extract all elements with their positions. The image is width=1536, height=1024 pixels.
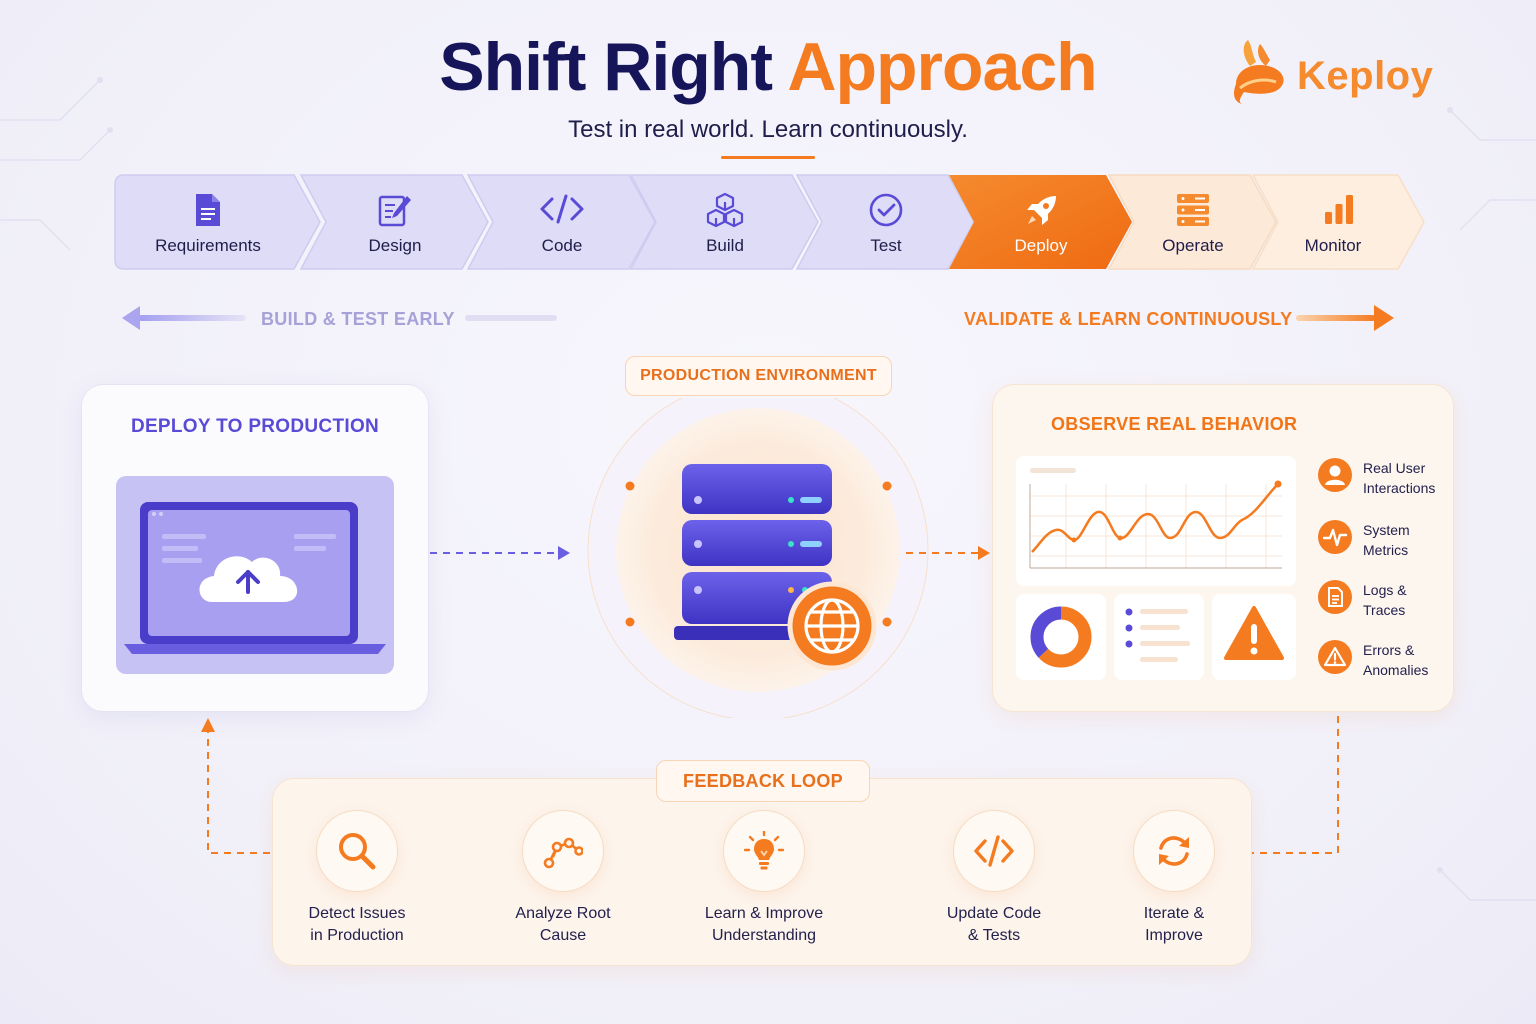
page-title: Shift Right Approach [0, 28, 1536, 106]
observe-item-line2: Metrics [1363, 542, 1409, 558]
observe-item-line2: Interactions [1363, 480, 1436, 496]
observe-item-line1: Logs & [1363, 582, 1407, 598]
list-panel [1114, 594, 1204, 680]
observe-item-line2: Anomalies [1363, 662, 1429, 678]
stage-deploy[interactable]: Deploy [948, 174, 1134, 270]
stage-label: Code [541, 236, 583, 255]
observe-item-line1: Real User [1363, 460, 1426, 476]
feedback-loop-label: FEEDBACK LOOP [656, 760, 870, 802]
server-icon [1177, 194, 1209, 226]
donut-chart-panel [1016, 594, 1106, 680]
observe-item-line1: Errors & [1363, 642, 1415, 658]
subtitle-underline [721, 156, 815, 159]
search-icon [339, 833, 376, 870]
right-direction-label: VALIDATE & LEARN CONTINUOUSLY [964, 309, 1293, 329]
feedback-step-detect: Detect Issues in Production [272, 810, 442, 947]
feedback-step-line2: Understanding [711, 927, 817, 944]
graph-nodes-icon [543, 837, 583, 869]
stage-requirements[interactable]: Requirements [114, 174, 322, 270]
stage-shape [300, 174, 489, 270]
feedback-step-line1: Learn & Improve [704, 905, 824, 922]
stage-shape [949, 175, 1132, 269]
feedback-step-line2: Improve [1145, 927, 1203, 944]
feedback-step-update: Update Code & Tests [909, 810, 1079, 947]
rocket-icon [1027, 196, 1056, 225]
bar-chart-icon [1325, 195, 1353, 224]
stage-label: Design [368, 236, 422, 255]
check-circle-icon [869, 193, 903, 227]
feedback-step-iterate: Iterate & Improve [1089, 810, 1259, 947]
feedback-step-ring [953, 810, 1035, 892]
stage-design[interactable]: Design [300, 174, 490, 270]
stage-build[interactable]: Build [630, 174, 820, 270]
logo-text: Keploy [1297, 54, 1434, 98]
pencil-edit-icon [378, 195, 411, 227]
stage-test[interactable]: Test [796, 174, 976, 270]
left-direction-label: BUILD & TEST EARLY [261, 309, 455, 329]
title-part-2: Approach [787, 29, 1097, 105]
feedback-step-line1: Iterate & [1143, 905, 1205, 922]
feedback-step-ring [522, 810, 604, 892]
feedback-step-ring [1133, 810, 1215, 892]
feedback-step-line2: Cause [539, 927, 587, 944]
feedback-step-line2: in Production [310, 927, 404, 944]
connector-arrow-to-observe [906, 546, 990, 560]
title-part-1: Shift Right [439, 29, 773, 105]
feedback-step-ring [316, 810, 398, 892]
warning-panel [1212, 594, 1296, 680]
stage-label: Operate [1162, 236, 1224, 255]
page-subtitle: Test in real world. Learn continuously. [568, 116, 968, 143]
observe-item-line2: Traces [1363, 602, 1406, 618]
stage-label: Requirements [155, 236, 261, 255]
user-icon [1318, 458, 1352, 492]
stage-shape [796, 174, 975, 270]
stage-label: Build [706, 236, 744, 255]
line-chart-panel [1016, 456, 1296, 586]
left-direction-arrow [122, 306, 557, 330]
stage-label: Test [870, 236, 902, 255]
stage-label: Deploy [1014, 236, 1068, 255]
rabbit-icon [1234, 40, 1284, 104]
stage-operate[interactable]: Operate [1108, 174, 1278, 270]
feedback-step-line1: Detect Issues [308, 905, 406, 922]
pulse-icon [1318, 520, 1352, 554]
stage-label: Monitor [1304, 236, 1362, 255]
feedback-step-line1: Analyze Root [515, 905, 611, 922]
cubes-icon [706, 192, 744, 228]
server-globe-icon [587, 398, 929, 718]
feedback-step-ring [723, 810, 805, 892]
stage-monitor[interactable]: Monitor [1252, 174, 1426, 270]
warning-icon [1318, 640, 1352, 674]
stage-shape [467, 174, 656, 270]
refresh-icon [1159, 836, 1189, 866]
laptop-cloud-upload-icon [116, 476, 394, 674]
document-icon [196, 194, 220, 226]
feedback-step-line2: & Tests [967, 927, 1021, 944]
connector-arrow-to-server [430, 546, 570, 560]
code-icon [974, 835, 1014, 867]
right-direction-arrow [1296, 305, 1394, 331]
file-icon [1318, 580, 1352, 614]
stage-code[interactable]: Code [467, 174, 657, 270]
code-icon [540, 194, 584, 224]
observe-card-title: OBSERVE REAL BEHAVIOR [1051, 414, 1298, 434]
feedback-step-line1: Update Code [946, 905, 1042, 922]
lightbulb-icon [744, 831, 784, 870]
observe-item-line1: System [1363, 522, 1410, 538]
deploy-card-title: DEPLOY TO PRODUCTION [130, 416, 380, 437]
production-environment-label: PRODUCTION ENVIRONMENT [625, 356, 892, 396]
